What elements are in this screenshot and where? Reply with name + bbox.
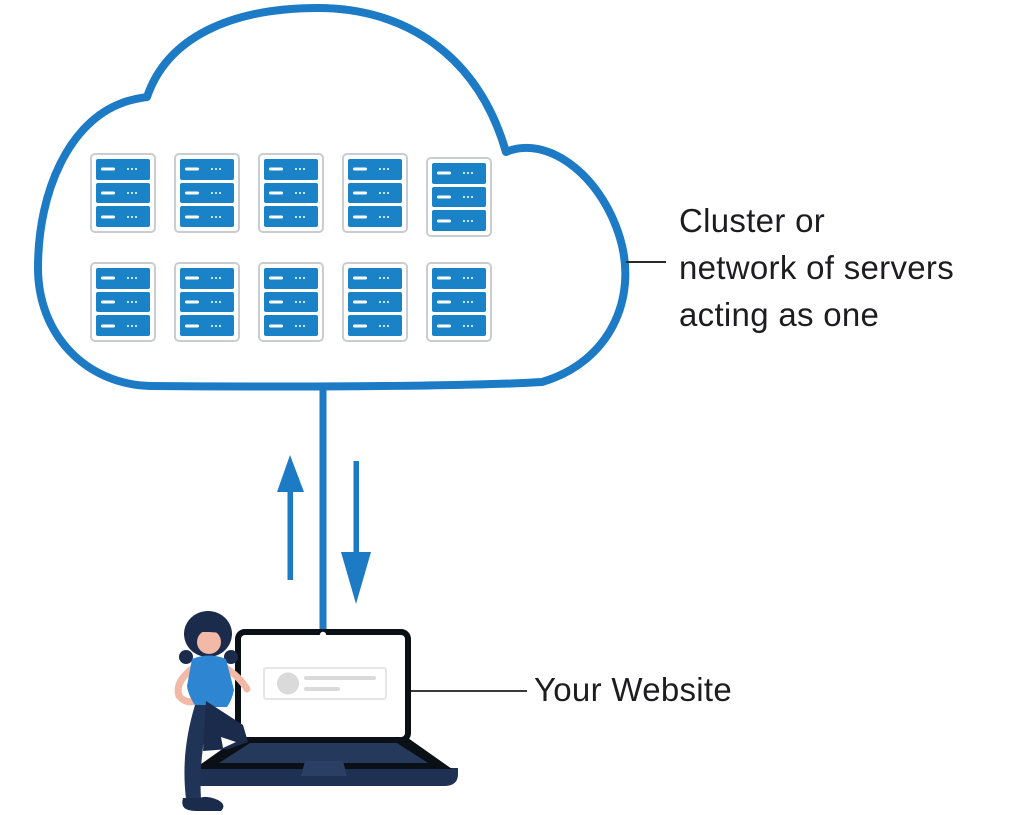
server-unit-bar: [264, 315, 318, 337]
server-icon: [90, 262, 156, 342]
server-unit-bar: [264, 206, 318, 228]
server-unit-bar: [180, 159, 234, 180]
server-unit-bar: [432, 291, 486, 313]
server-unit-bar: [432, 315, 486, 337]
server-unit-bar: [348, 315, 402, 337]
server-unit-bar: [96, 268, 150, 289]
server-icon: [426, 157, 492, 237]
server-unit-bar: [348, 159, 402, 180]
server-icon: [174, 262, 240, 342]
server-unit-bar: [432, 186, 486, 208]
server-unit-bar: [348, 182, 402, 204]
cluster-label-line-3: acting as one: [679, 296, 880, 333]
server-unit-bar: [180, 182, 234, 204]
server-unit-bar: [96, 291, 150, 313]
person-leg-bent: [203, 701, 248, 751]
link-endpoint-dot: [319, 631, 327, 639]
person-figure: [174, 611, 251, 811]
person-torso-shirt: [187, 655, 234, 707]
server-icon: [90, 153, 156, 233]
server-unit-bar: [180, 268, 234, 289]
upload-arrow-icon: [277, 455, 304, 580]
laptop-base: [186, 768, 458, 786]
server-icon: [258, 262, 324, 342]
person-arm-hip: [174, 662, 200, 706]
server-unit-bar: [96, 206, 150, 228]
server-icon: [342, 262, 408, 342]
laptop-icon: [186, 629, 458, 786]
laptop-trackpad: [301, 761, 347, 776]
cluster-label: Cluster or network of servers acting as …: [679, 197, 954, 338]
cluster-label-line-1: Cluster or: [679, 202, 826, 239]
server-grid: [90, 153, 492, 342]
server-icon: [174, 153, 240, 233]
server-unit-bar: [432, 210, 486, 232]
laptop-keyboard: [219, 743, 428, 763]
cluster-label-line-2: network of servers: [679, 249, 954, 286]
card-avatar-placeholder: [277, 672, 299, 695]
server-icon: [342, 153, 408, 233]
server-unit-bar: [264, 159, 318, 180]
server-unit-bar: [432, 163, 486, 184]
server-unit-bar: [96, 182, 150, 204]
person-shoe: [182, 796, 224, 811]
server-unit-bar: [180, 206, 234, 228]
server-unit-bar: [96, 159, 150, 180]
server-unit-bar: [264, 268, 318, 289]
server-unit-bar: [348, 291, 402, 313]
server-unit-bar: [264, 182, 318, 204]
server-icon: [426, 262, 492, 342]
screen-content-card: [263, 667, 387, 700]
server-unit-bar: [348, 206, 402, 228]
server-unit-bar: [96, 315, 150, 337]
server-unit-bar: [264, 291, 318, 313]
download-arrow-icon: [341, 461, 371, 604]
server-unit-bar: [432, 268, 486, 289]
server-unit-bar: [180, 291, 234, 313]
person-face: [197, 630, 221, 654]
website-label: Your Website: [534, 671, 733, 708]
server-icon: [258, 153, 324, 233]
server-unit-bar: [348, 268, 402, 289]
server-unit-bar: [180, 315, 234, 337]
